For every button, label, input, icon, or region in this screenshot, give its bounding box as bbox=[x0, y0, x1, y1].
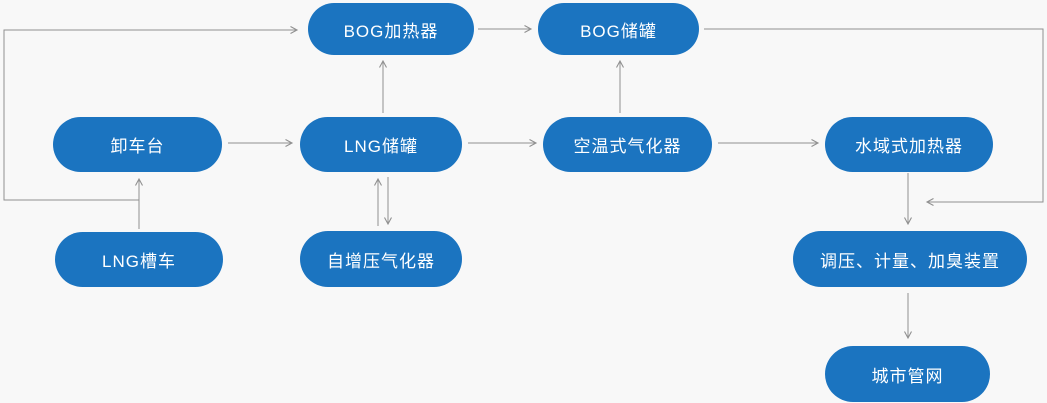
node-label: LNG储罐 bbox=[344, 137, 418, 156]
node-city-pipeline: 城市管网 bbox=[825, 346, 990, 402]
node-water-bath-heater: 水域式加热器 bbox=[825, 117, 993, 172]
node-bog-tank: BOG储罐 bbox=[538, 3, 699, 55]
node-label: 空温式气化器 bbox=[573, 137, 682, 156]
edge-unloading-loop-to-bog-heater bbox=[3, 26, 299, 201]
node-label: 水域式加热器 bbox=[855, 137, 963, 156]
node-label: 卸车台 bbox=[110, 137, 165, 156]
node-bog-heater: BOG加热器 bbox=[308, 3, 474, 55]
edge-bog-tank-loop-to-regulator-line bbox=[704, 28, 1044, 206]
node-unloading-platform: 卸车台 bbox=[53, 117, 222, 172]
node-label: LNG槽车 bbox=[102, 252, 176, 271]
node-lng-tank: LNG储罐 bbox=[300, 117, 462, 172]
node-label: 调压、计量、加臭装置 bbox=[820, 251, 1000, 271]
node-ambient-vaporizer: 空温式气化器 bbox=[543, 117, 712, 172]
node-self-pressurizing-vaporizer: 自增压气化器 bbox=[300, 231, 462, 287]
node-label: 城市管网 bbox=[871, 366, 944, 386]
node-label: 自增压气化器 bbox=[327, 251, 435, 271]
node-lng-tanker: LNG槽车 bbox=[55, 232, 223, 287]
node-label: BOG储罐 bbox=[580, 21, 657, 41]
node-regulating-metering-odorizing: 调压、计量、加臭装置 bbox=[793, 231, 1027, 287]
node-label: BOG加热器 bbox=[343, 21, 439, 41]
